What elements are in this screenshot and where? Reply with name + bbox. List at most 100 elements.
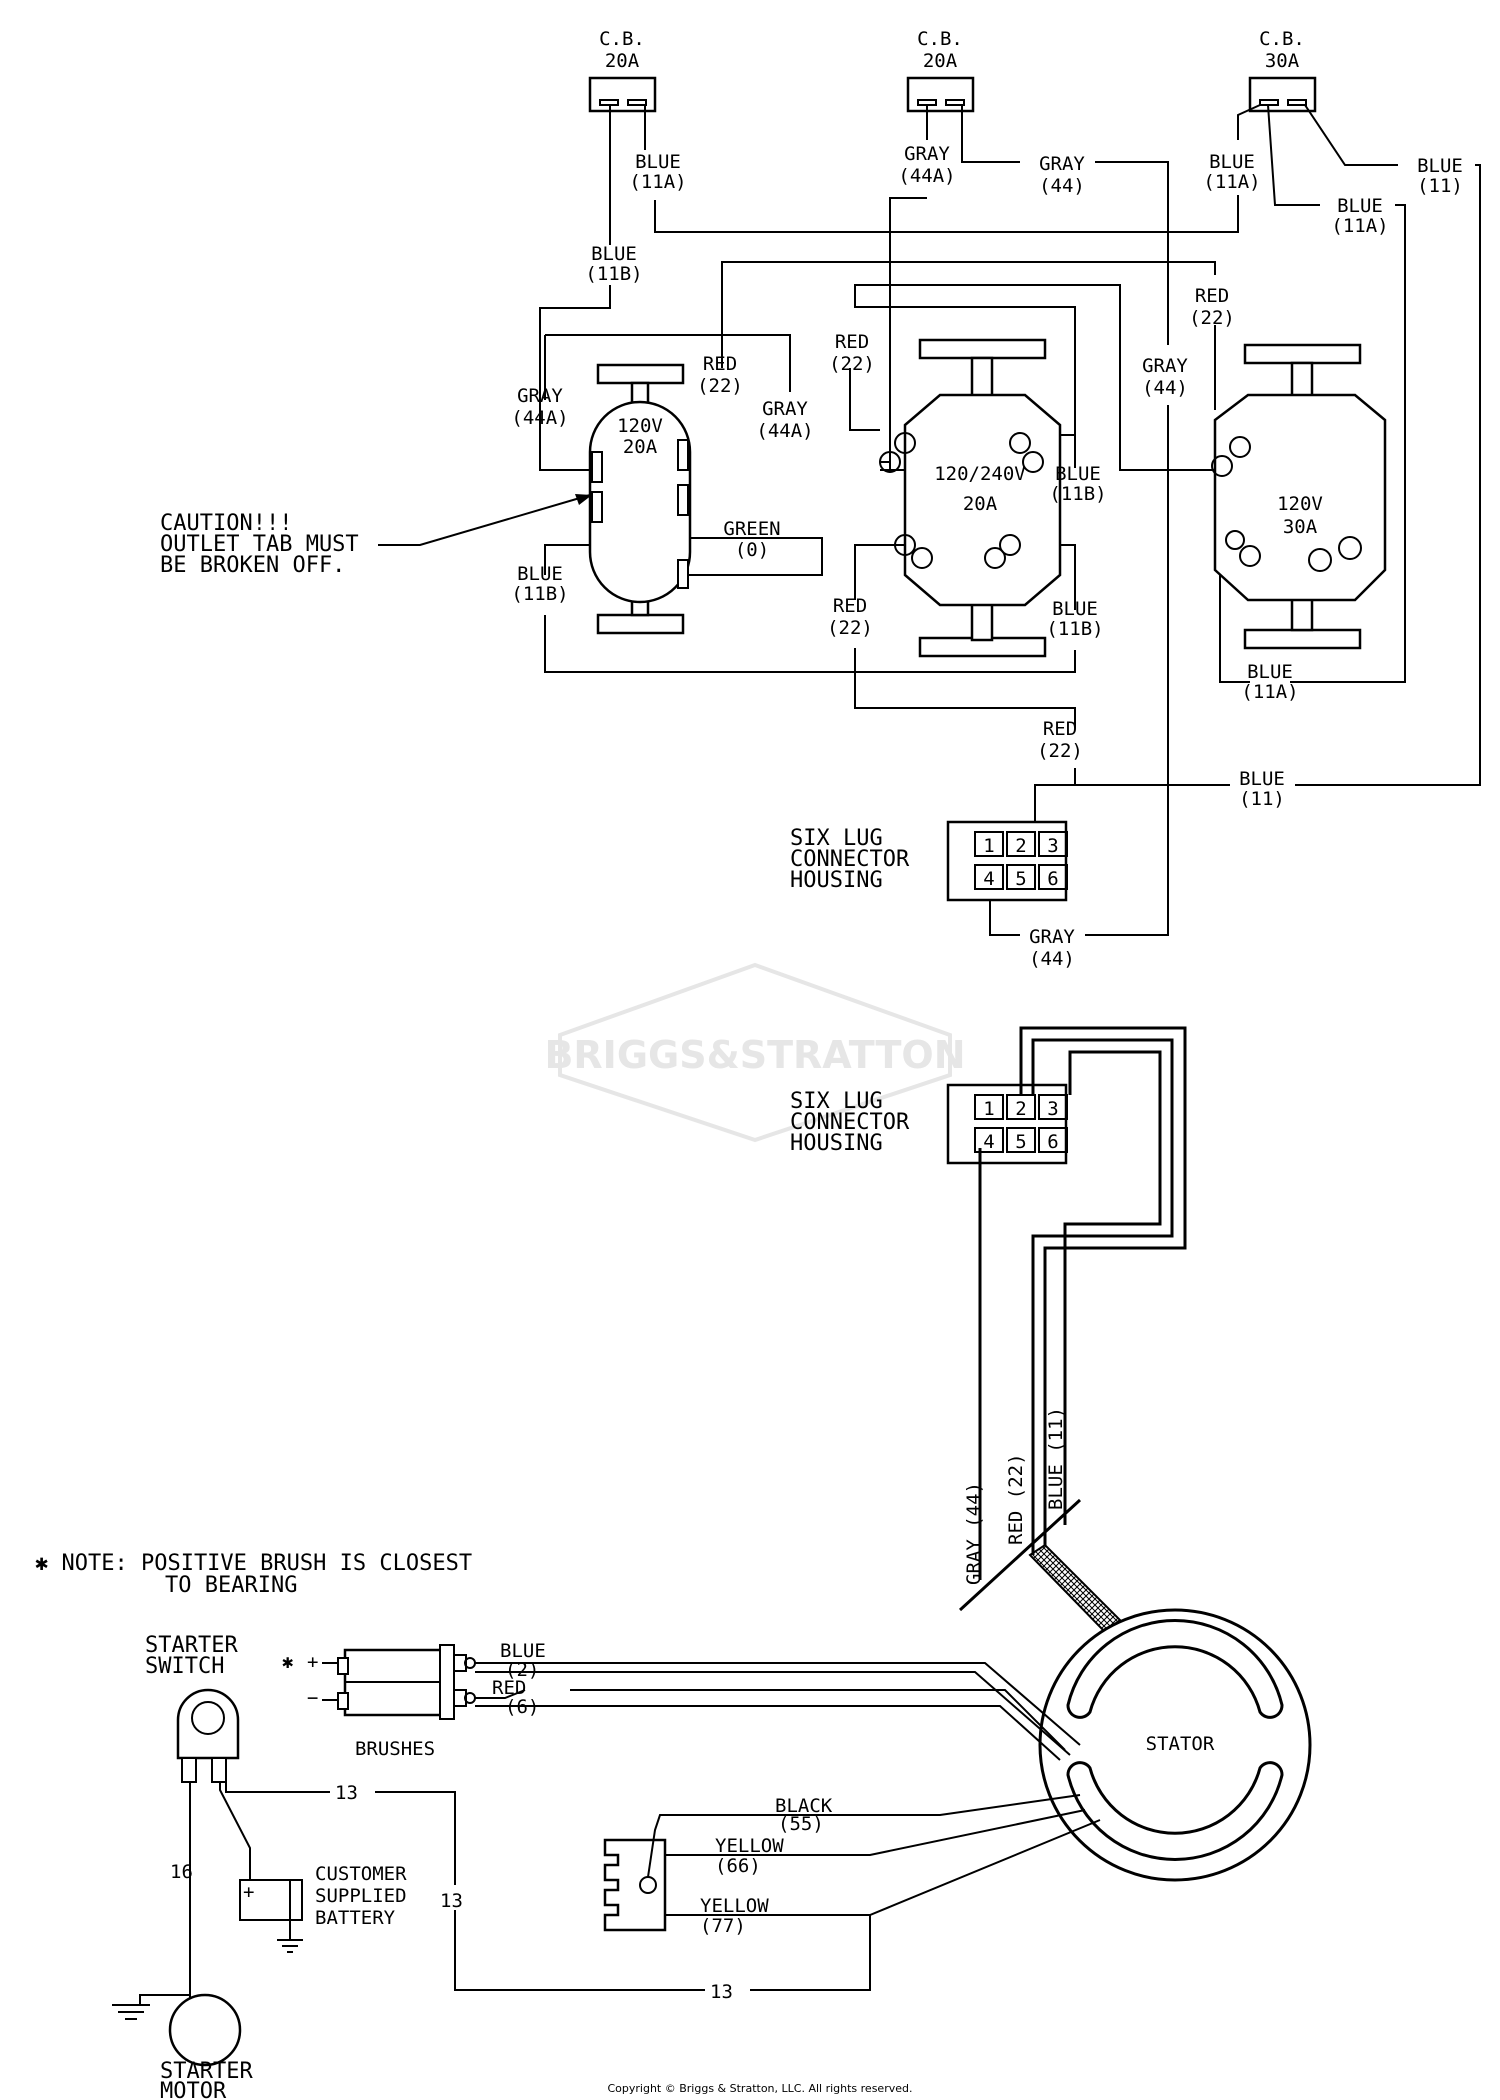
caution-line: CAUTION!!!	[160, 511, 292, 536]
circuit-number: 16	[170, 1861, 193, 1883]
circuit-breaker-2: C.B. 20A	[906, 28, 975, 113]
outlet-120v-30a: 120V 30A	[1211, 343, 1387, 650]
outlet-amps: 30A	[1283, 516, 1318, 538]
rectifier: BLACK (55) YELLOW (66) YELLOW (77)	[603, 1794, 1101, 1937]
wire-label: (22)	[697, 375, 743, 397]
wire-label: RED	[492, 1677, 526, 1699]
lug-number: 1	[983, 1098, 994, 1120]
wire-label: BLUE	[500, 1640, 546, 1662]
wire-label: BLUE	[1239, 768, 1285, 790]
wire-label: (6)	[505, 1696, 539, 1718]
stator-lead-label: BLUE (11)	[1045, 1407, 1067, 1510]
wire-label: YELLOW	[700, 1895, 769, 1917]
wire-label: BLUE	[1209, 151, 1255, 173]
wire-label: GRAY	[1039, 153, 1085, 175]
breaker-name: C.B.	[599, 28, 645, 50]
brushes: ✱ + − BRUSHES BLUE (2) RED (6)	[282, 1640, 1081, 1761]
watermark-text: BRIGGS&STRATTON	[544, 1033, 965, 1077]
stator-lead-label: RED (22)	[1005, 1453, 1027, 1545]
stator: STATOR	[1038, 1608, 1312, 1882]
caution-note: CAUTION!!! OUTLET TAB MUST BE BROKEN OFF…	[160, 494, 592, 578]
lug-number: 6	[1047, 1131, 1058, 1153]
wire-label: BLUE	[591, 243, 637, 265]
lug-number: 5	[1015, 1131, 1026, 1153]
brush-star: ✱	[282, 1651, 293, 1673]
wire-label: RED	[1043, 718, 1077, 740]
breaker-rating: 20A	[923, 50, 958, 72]
wire-label: (11B)	[1046, 618, 1103, 640]
wire-label: (11A)	[1203, 171, 1260, 193]
caution-line: OUTLET TAB MUST	[160, 532, 359, 557]
outlet-120-240v-20a: 120/240V 20A	[879, 338, 1062, 658]
caution-line: BE BROKEN OFF.	[160, 553, 345, 578]
starter-motor-label: STARTER	[160, 2059, 253, 2084]
wire-label: BLACK	[775, 1795, 833, 1817]
battery-label: CUSTOMER	[315, 1863, 407, 1885]
breaker-name: C.B.	[917, 28, 963, 50]
connector-label: SIX LUG	[790, 826, 883, 851]
outlet-amps: 20A	[963, 493, 998, 515]
wire-label: (44A)	[756, 420, 813, 442]
wire-label: RED	[1195, 285, 1229, 307]
wire-label: GRAY	[762, 398, 808, 420]
breaker-rating: 30A	[1265, 50, 1300, 72]
connector-label: CONNECTOR	[790, 1110, 910, 1135]
wire-label: (11B)	[511, 583, 568, 605]
wire-label: (55)	[778, 1813, 824, 1835]
wire-label: (44A)	[511, 407, 568, 429]
wire-label: (0)	[735, 539, 769, 561]
wire-label: (44)	[1142, 377, 1188, 399]
wire-label: GRAY	[904, 143, 950, 165]
wire-label: (11)	[1239, 788, 1285, 810]
wire-label: BLUE	[635, 151, 681, 173]
wire-label: (22)	[1037, 740, 1083, 762]
outlet-voltage: 120V	[1277, 493, 1323, 515]
wire-label: BLUE	[1055, 463, 1101, 485]
starter-switch-label: STARTER	[145, 1633, 238, 1658]
outlet-amps: 20A	[623, 436, 658, 458]
wire-label: (11A)	[629, 171, 686, 193]
lug-number: 6	[1047, 868, 1058, 890]
stator-label: STATOR	[1146, 1733, 1215, 1755]
wire-label: (44)	[1029, 948, 1075, 970]
wire-label: GREEN	[723, 518, 780, 540]
wire-label: BLUE	[1052, 598, 1098, 620]
lug-number: 2	[1015, 1098, 1026, 1120]
stator-lead-label: GRAY (44)	[963, 1482, 985, 1585]
brush-note: ✱ NOTE: POSITIVE BRUSH IS CLOSEST TO BEA…	[35, 1551, 472, 1598]
wire-label: BLUE	[1247, 661, 1293, 683]
lug-number: 4	[983, 1131, 994, 1153]
battery-plus: +	[243, 1881, 254, 1903]
brush-plus: +	[307, 1651, 318, 1673]
lug-number: 5	[1015, 868, 1026, 890]
wire-label: GRAY	[1029, 926, 1075, 948]
starter-motor-label: MOTOR	[160, 2079, 227, 2100]
breaker-name: C.B.	[1259, 28, 1305, 50]
battery-label: SUPPLIED	[315, 1885, 407, 1907]
wire-label: RED	[835, 331, 869, 353]
wire-label: (11A)	[1241, 681, 1298, 703]
wire-label: (11B)	[585, 263, 642, 285]
wire-label: BLUE	[1337, 195, 1383, 217]
wire-label: GRAY	[517, 385, 563, 407]
wire-label: BLUE	[1417, 155, 1463, 177]
wire-label: (22)	[827, 617, 873, 639]
stator-leads: GRAY (44) RED (22) BLUE (11)	[958, 1026, 1187, 1634]
starter-motor: STARTER MOTOR	[112, 1993, 253, 2100]
outlet-voltage: 120V	[617, 415, 663, 437]
six-lug-connector-top: SIX LUG CONNECTOR HOUSING 1 2 3 4 5 6	[790, 820, 1068, 902]
starter-switch-label: SWITCH	[145, 1654, 224, 1679]
wire-label: (11B)	[1049, 483, 1106, 505]
lug-number: 3	[1047, 835, 1058, 857]
breaker-rating: 20A	[605, 50, 640, 72]
wire-label: GRAY	[1142, 355, 1188, 377]
wire-label: (11)	[1417, 175, 1463, 197]
wire-label: (77)	[700, 1915, 746, 1937]
outlet-120v-20a: 120V 20A	[588, 363, 692, 635]
lug-number: 2	[1015, 835, 1026, 857]
wire-labels-top: BLUE (11A) BLUE (11B) GRAY (44A) GRAY (4…	[511, 143, 1462, 970]
connector-label: HOUSING	[790, 868, 883, 893]
six-lug-connector-bottom: SIX LUG CONNECTOR HOUSING 1 2 3 4 5 6	[790, 1083, 1068, 1165]
wire-label: (44A)	[898, 165, 955, 187]
